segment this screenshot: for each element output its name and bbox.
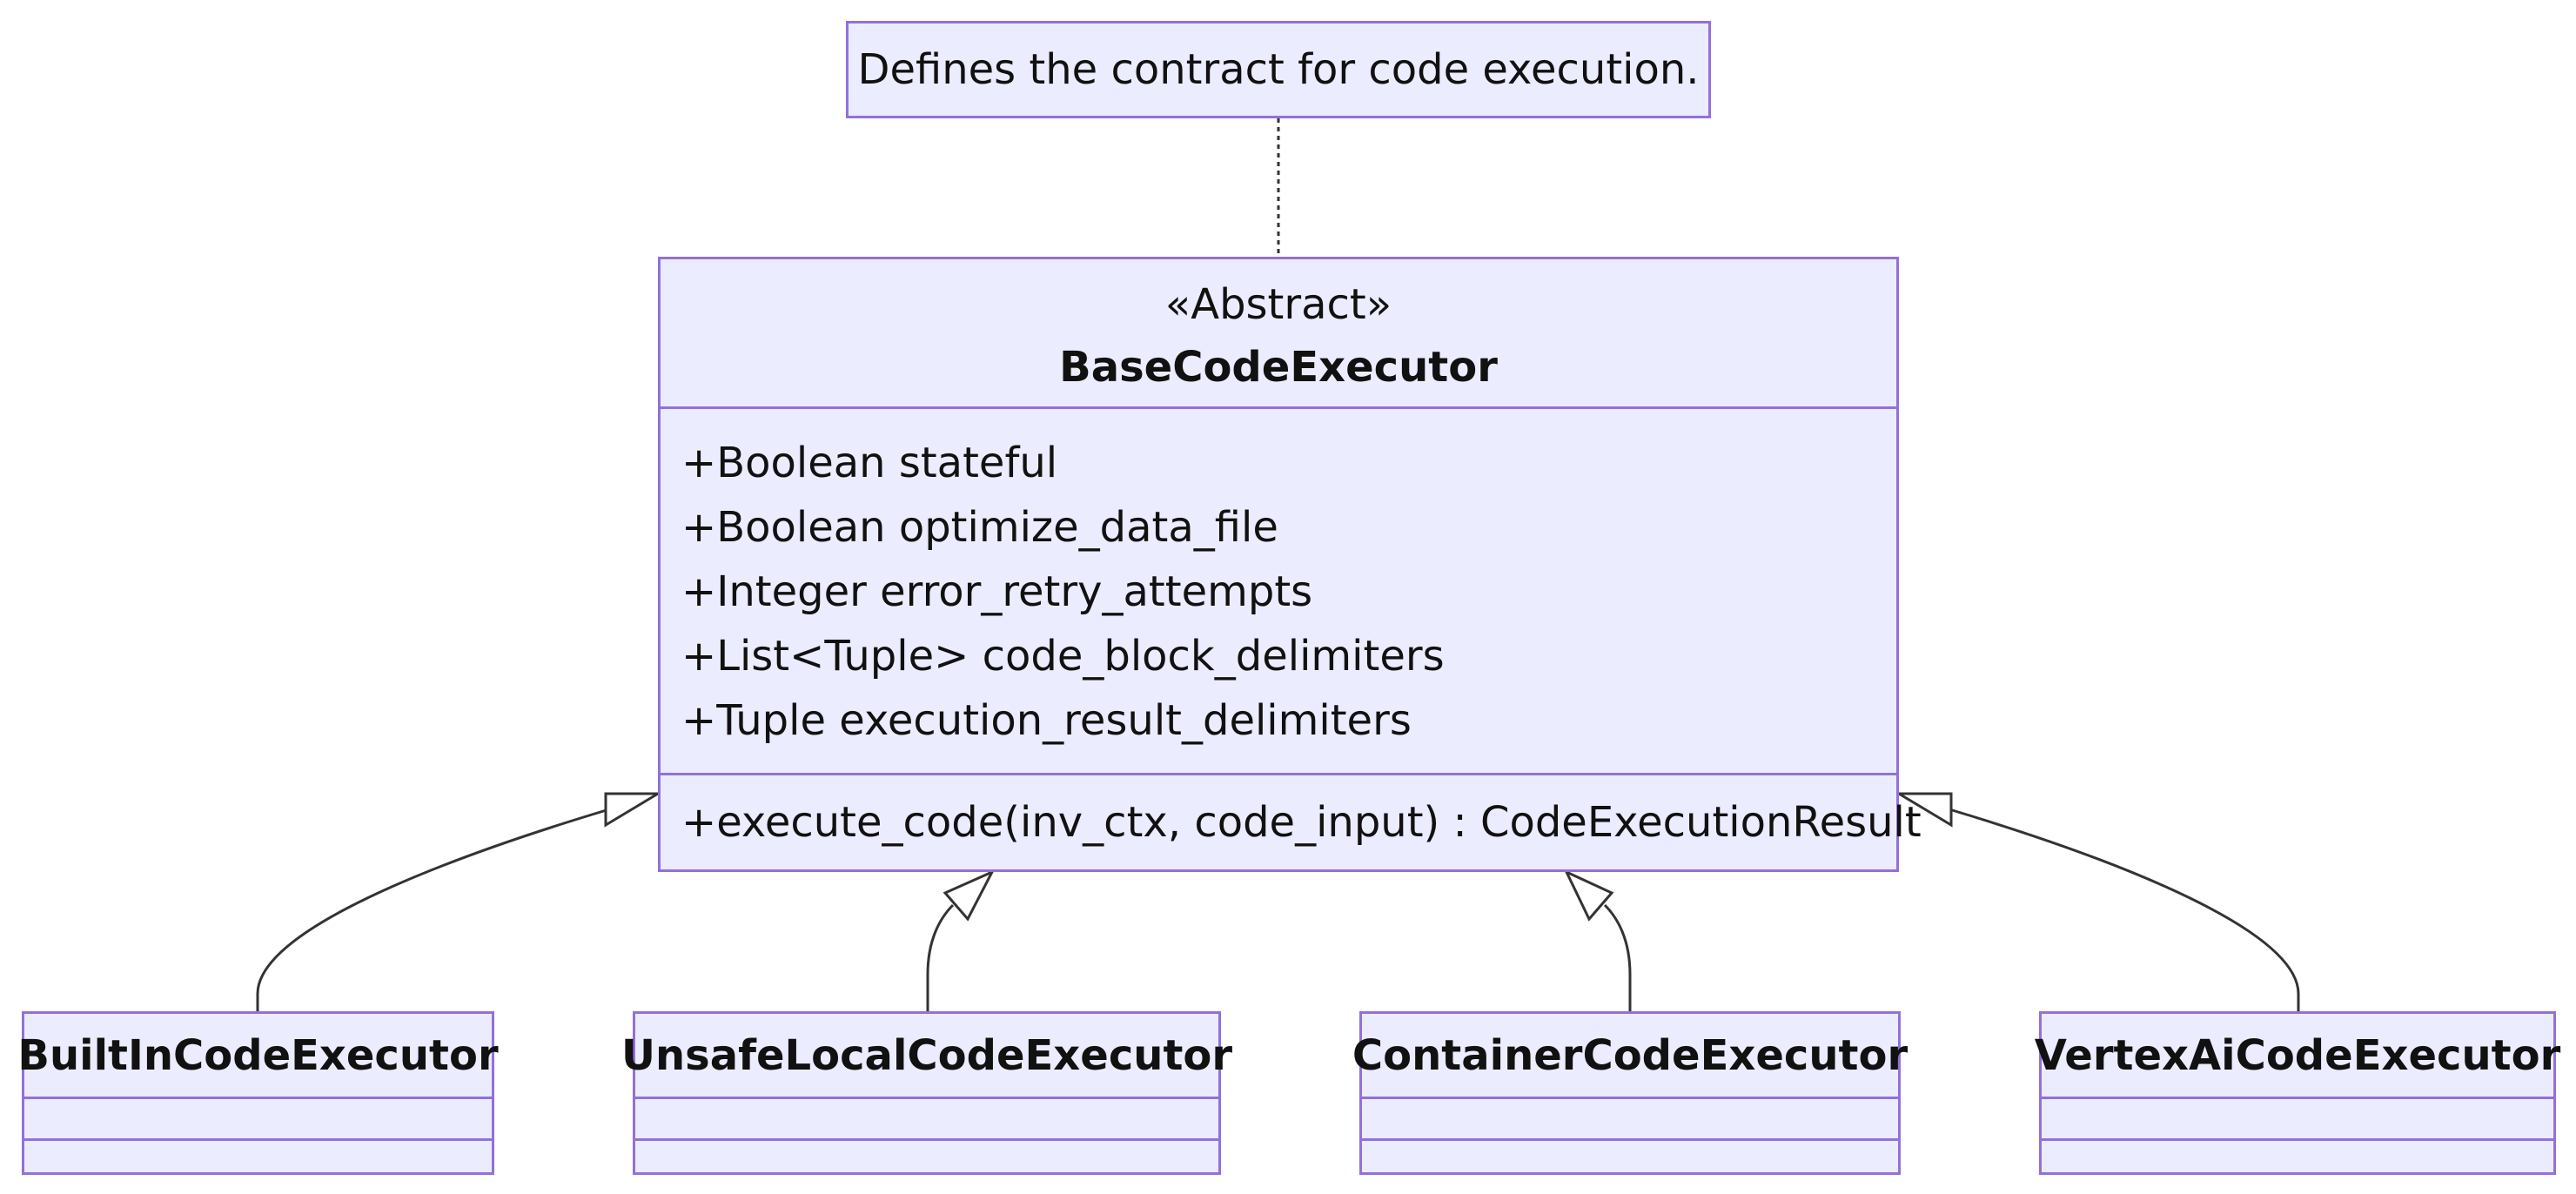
inheritance-line-builtin (256, 808, 610, 1011)
class-attribute: +Tuple execution_result_delimiters (681, 696, 1412, 745)
class-stereotype: «Abstract» (1164, 280, 1392, 329)
inheritance-arrowhead-vertexai (1894, 792, 1953, 828)
subclass-attributes (24, 1099, 492, 1141)
class-name: BaseCodeExecutor (1059, 343, 1498, 392)
inheritance-arrowhead-container (1563, 869, 1614, 922)
inheritance-line-unsafe (926, 903, 955, 1011)
subclass-box-unsafe-local: UnsafeLocalCodeExecutor (621, 1011, 1232, 1175)
subclass-box-vertexai: VertexAiCodeExecutor (2035, 1011, 2560, 1175)
subclass-box-container: ContainerCodeExecutor (1352, 1011, 1908, 1175)
subclass-name: UnsafeLocalCodeExecutor (621, 1014, 1232, 1099)
subclass-name: VertexAiCodeExecutor (2035, 1014, 2560, 1099)
note-text: Defines the contract for code execution. (857, 45, 1700, 94)
subclass-attributes (1362, 1099, 1898, 1141)
class-method: +execute_code(inv_ctx, code_input) : Cod… (681, 798, 1922, 847)
class-attribute: +List<Tuple> code_block_delimiters (681, 632, 1445, 681)
class-attribute: +Boolean stateful (681, 439, 1058, 487)
base-class-box: «Abstract» BaseCodeExecutor +Boolean sta… (658, 257, 1922, 872)
base-class-header: «Abstract» BaseCodeExecutor (661, 259, 1896, 409)
base-class-methods: +execute_code(inv_ctx, code_input) : Cod… (661, 775, 1922, 869)
inheritance-arrowhead-builtin (604, 792, 663, 828)
inheritance-line-vertexai (1949, 808, 2300, 1011)
subclass-methods (24, 1141, 492, 1172)
subclass-attributes (635, 1099, 1218, 1141)
class-attribute: +Boolean optimize_data_file (681, 503, 1278, 552)
subclass-box-builtin: BuiltInCodeExecutor (17, 1011, 499, 1175)
class-attribute: +Integer error_retry_attempts (681, 567, 1313, 616)
note-box: Defines the contract for code execution. (846, 21, 1711, 118)
base-class-attributes: +Boolean stateful +Boolean optimize_data… (661, 409, 1896, 775)
inheritance-line-container (1603, 903, 1632, 1011)
subclass-name: BuiltInCodeExecutor (17, 1014, 499, 1099)
subclass-methods (2042, 1141, 2553, 1172)
subclass-methods (635, 1141, 1218, 1172)
subclass-methods (1362, 1141, 1898, 1172)
inheritance-arrowhead-unsafe (943, 869, 996, 922)
subclass-name: ContainerCodeExecutor (1352, 1014, 1908, 1099)
subclass-attributes (2042, 1099, 2553, 1141)
